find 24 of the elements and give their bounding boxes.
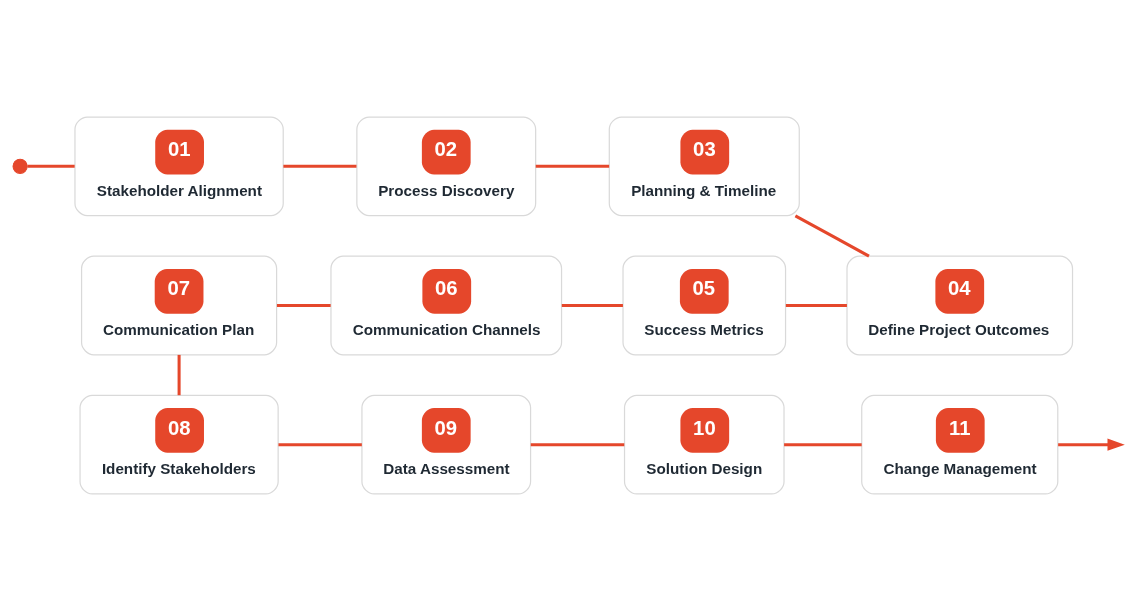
node-circle xyxy=(12,158,28,174)
node-box: 06 Communication Channels xyxy=(330,255,563,355)
node-box: 11 Change Management xyxy=(861,394,1059,495)
node-box: 04 Define Project Outcomes xyxy=(846,255,1074,355)
node-box: 07 Communication Plan xyxy=(80,255,278,355)
node-box: 10 Solution Design xyxy=(623,394,785,495)
node-box: 08 Identify Stakeholders xyxy=(79,394,279,495)
node-box: 02 Process Discovery xyxy=(356,115,537,216)
node-box: 09 Data Assessment xyxy=(361,394,532,495)
node-box: 05 Success Metrics xyxy=(622,255,787,355)
connector xyxy=(785,303,847,307)
connector xyxy=(276,303,331,307)
node-box: 03 Planning & Timeline xyxy=(608,115,800,216)
connector xyxy=(794,213,870,258)
connector xyxy=(27,164,75,168)
connector xyxy=(530,442,625,446)
connector xyxy=(177,354,181,395)
connector xyxy=(278,442,362,446)
connector xyxy=(535,164,610,168)
connector xyxy=(561,303,623,307)
connector xyxy=(283,164,357,168)
node-box: 01 Stakeholder Alignment xyxy=(74,115,284,216)
arrow xyxy=(1058,438,1125,451)
connector xyxy=(784,442,862,446)
